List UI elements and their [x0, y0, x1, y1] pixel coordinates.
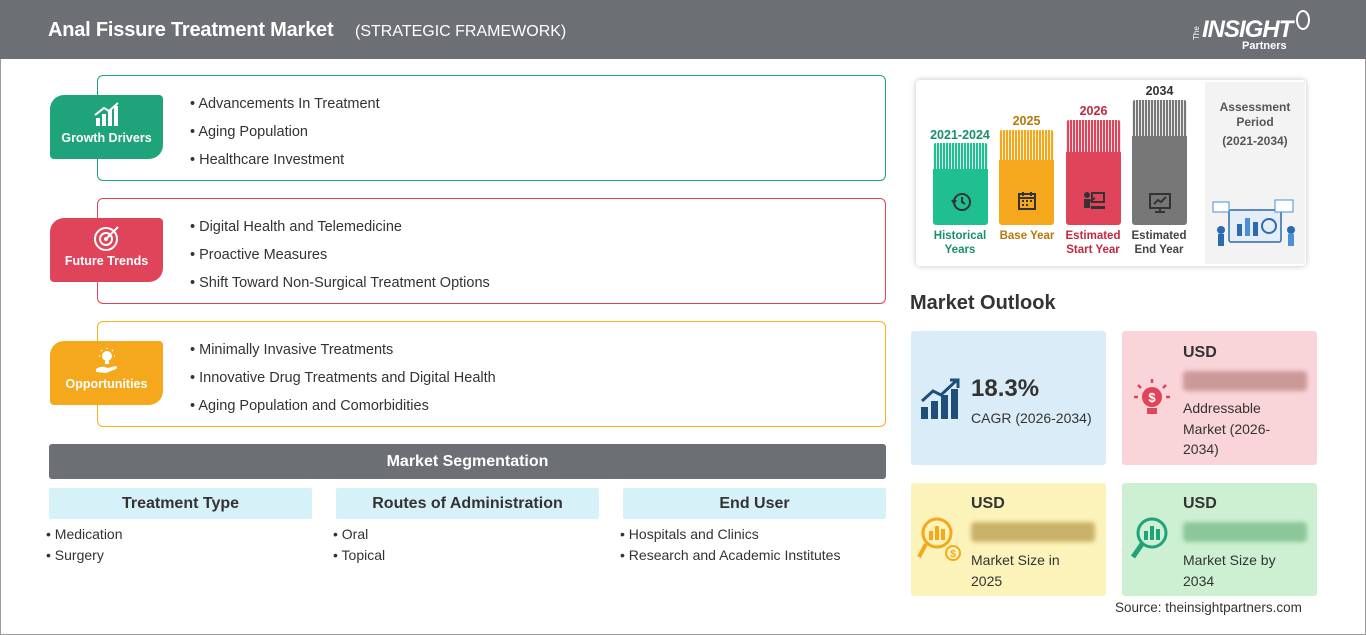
addressable-label: Addressable Market (2026-2034)	[1183, 400, 1271, 457]
timeline-label-base: Base Year	[999, 230, 1055, 242]
segmentation-title: Market Segmentation	[49, 444, 886, 479]
future-trends-box: Digital Health and Telemedicine Proactiv…	[97, 198, 886, 304]
opportunities-badge: Opportunities	[50, 341, 163, 405]
list-item: Topical	[333, 546, 386, 567]
list-item: Surgery	[46, 546, 123, 567]
timeline-label-end: Estimated End Year	[1131, 230, 1187, 256]
list-item: Research and Academic Institutes	[620, 546, 841, 567]
assessment-title: Assessment Period	[1219, 100, 1291, 129]
market-size-2034-value	[1183, 522, 1307, 542]
list-item: Innovative Drug Treatments and Digital H…	[190, 369, 496, 397]
assessment-period-panel: Assessment Period (2021-2034)	[1205, 82, 1305, 264]
segment-list-routes: Oral Topical	[333, 525, 386, 567]
market-size-2025-label: Market Size in 2025	[971, 552, 1060, 589]
market-size-2025-value	[971, 522, 1095, 542]
list-item: Shift Toward Non-Surgical Treatment Opti…	[190, 274, 490, 302]
dollar-bulb-icon: $	[1130, 375, 1174, 428]
header-bar: Anal Fissure Treatment Market (STRATEGIC…	[0, 0, 1366, 59]
list-item: Oral	[333, 525, 385, 546]
future-trends-badge: Future Trends	[50, 218, 163, 282]
cagr-label: CAGR (2026-2034)	[971, 410, 1092, 426]
list-item: Aging Population	[190, 123, 380, 151]
addressable-currency: USD	[1183, 344, 1217, 361]
list-item: Healthcare Investment	[190, 151, 380, 179]
segment-heading-treatment-type: Treatment Type	[49, 488, 312, 519]
magnifier-chart-icon	[1128, 513, 1174, 568]
list-item: Hospitals and Clinics	[620, 525, 840, 546]
market-size-2034-currency: USD	[1183, 495, 1217, 512]
list-item: Advancements In Treatment	[190, 95, 379, 123]
opportunities-box: Minimally Invasive Treatments Innovative…	[97, 321, 886, 427]
timeline-bar-base	[999, 130, 1054, 225]
history-icon	[933, 191, 988, 218]
market-size-2025-currency: USD	[971, 495, 1005, 512]
source-note: Source: theinsightpartners.com	[1115, 600, 1302, 615]
calendar-icon	[999, 190, 1054, 217]
list-item: Medication	[46, 525, 123, 546]
bar-chart-growth-icon	[50, 101, 163, 131]
addressable-market-card: $ USD Addressable Market (2026-2034)	[1122, 331, 1317, 465]
growth-chart-icon	[919, 377, 963, 426]
cagr-value: 18.3%	[971, 375, 1040, 402]
analytics-illustration-icon	[1212, 199, 1295, 246]
growth-drivers-box: Advancements In Treatment Aging Populati…	[97, 75, 886, 181]
timeline-year-base: 2025	[1012, 114, 1041, 128]
coins-chart-icon: $	[917, 513, 963, 568]
list-item: Proactive Measures	[190, 246, 490, 274]
segment-heading-routes: Routes of Administration	[336, 488, 599, 519]
page-title: Anal Fissure Treatment Market	[48, 19, 334, 41]
timeline-label-start: Estimated Start Year	[1065, 230, 1121, 256]
timeline-bar-historical	[933, 143, 988, 225]
timeline-year-start: 2026	[1079, 104, 1108, 118]
target-icon	[50, 224, 163, 254]
timeline-year-historical: 2021-2024	[930, 128, 990, 142]
growth-drivers-badge: Growth Drivers	[50, 95, 163, 159]
monitor-chart-icon	[1132, 192, 1187, 219]
market-outlook-title: Market Outlook	[910, 292, 1056, 314]
list-item: Digital Health and Telemedicine	[190, 218, 490, 246]
assessment-period: (2021-2034)	[1222, 134, 1288, 148]
page-subtitle: (STRATEGIC FRAMEWORK)	[355, 23, 567, 40]
segment-list-end-user: Hospitals and Clinics Research and Acade…	[620, 525, 841, 567]
cagr-card: 18.3% CAGR (2026-2034)	[911, 331, 1106, 465]
insight-partners-logo: The INSIGHT Partners	[1192, 10, 1312, 54]
timeline-bar-start	[1066, 120, 1121, 225]
addressable-value	[1183, 371, 1307, 391]
list-item: Aging Population and Comorbidities	[190, 397, 496, 425]
market-size-2034-card: USD Market Size by 2034	[1122, 483, 1317, 596]
timeline-bar-end	[1132, 100, 1187, 225]
lightbulb-hand-icon	[50, 347, 163, 377]
timeline-label-historical: Historical Years	[933, 230, 987, 256]
svg-text:$: $	[1148, 390, 1156, 405]
svg-text:$: $	[950, 549, 956, 560]
segment-list-treatment-type: Medication Surgery	[46, 525, 123, 567]
segment-heading-end-user: End User	[623, 488, 886, 519]
list-item: Minimally Invasive Treatments	[190, 341, 496, 369]
market-size-2034-label: Market Size by 2034	[1183, 552, 1276, 589]
presentation-icon	[1066, 190, 1121, 217]
market-size-2025-card: $ USD Market Size in 2025	[911, 483, 1106, 596]
timeline-year-end: 2034	[1145, 84, 1174, 98]
